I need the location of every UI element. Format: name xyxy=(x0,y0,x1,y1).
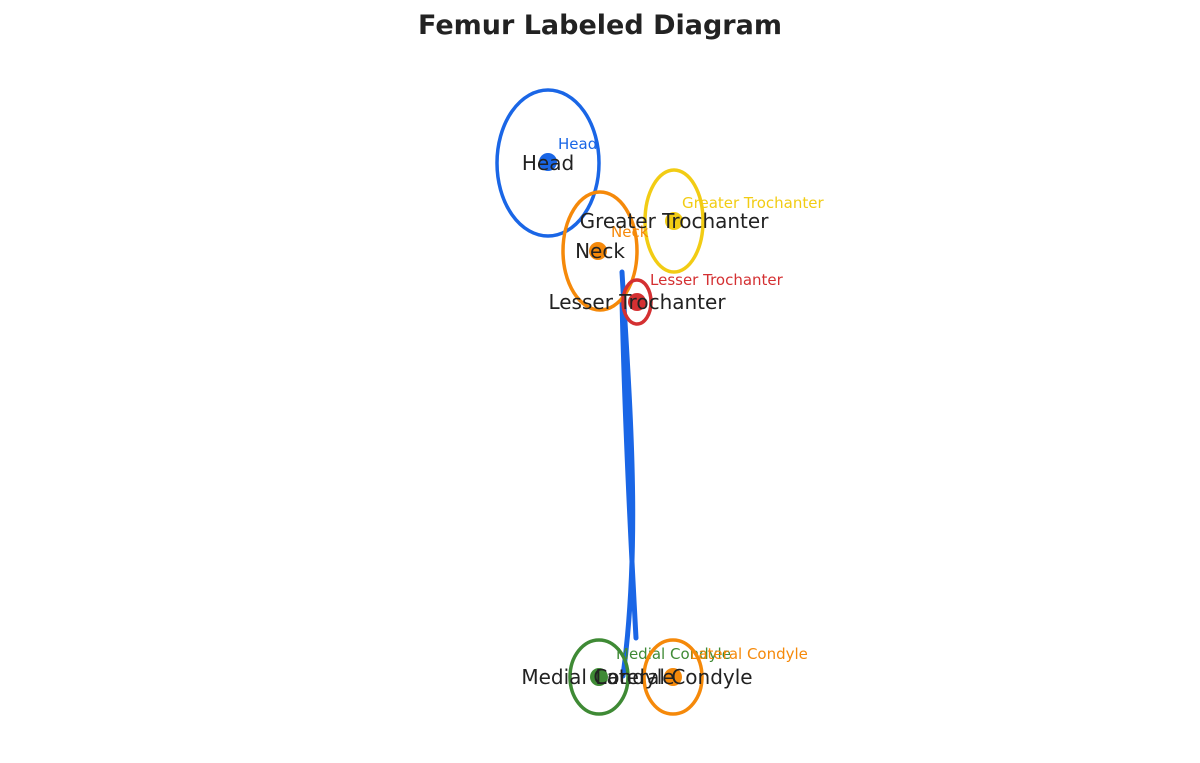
greater-trochanter-callout: Greater Trochanter xyxy=(682,194,824,212)
neck-outline xyxy=(561,190,639,312)
landmark-lesser-trochanter: Lesser Trochanter xyxy=(621,271,784,326)
lateral-condyle-marker xyxy=(664,668,682,686)
lateral-condyle-label: Lateral Condyle xyxy=(595,665,752,689)
medial-condyle-label: Medial Condyle xyxy=(521,665,674,689)
lateral-condyle-outline xyxy=(642,638,704,716)
lesser-trochanter-outline xyxy=(621,278,653,326)
diagram-title: Femur Labeled Diagram xyxy=(418,10,782,41)
medial-condyle-callout: Medial Condyle xyxy=(616,645,731,663)
medial-condyle-marker xyxy=(590,668,608,686)
lesser-trochanter-label: Lesser Trochanter xyxy=(548,290,726,314)
landmark-neck: Neck xyxy=(561,190,649,312)
landmark-greater-trochanter: Greater Trochanter xyxy=(643,168,824,274)
femur-shaft xyxy=(619,269,639,679)
neck-label: Neck xyxy=(575,239,625,263)
greater-trochanter-outline xyxy=(643,168,705,274)
landmark-medial-condyle: Medial Condyle xyxy=(568,638,731,716)
lesser-trochanter-marker xyxy=(628,293,646,311)
head-callout: Head xyxy=(558,135,597,153)
head-outline xyxy=(495,88,601,238)
medial-condyle-outline xyxy=(568,638,630,716)
greater-trochanter-label: Greater Trochanter xyxy=(580,209,770,233)
lesser-trochanter-callout: Lesser Trochanter xyxy=(650,271,784,289)
landmark-head: Head Head xyxy=(495,88,601,238)
head-marker xyxy=(539,153,557,171)
greater-trochanter-marker xyxy=(665,212,683,230)
neck-callout: Neck xyxy=(611,223,649,241)
lateral-condyle-callout: Lateral Condyle xyxy=(690,645,808,663)
neck-marker xyxy=(589,242,607,260)
head-label: Head xyxy=(522,151,574,175)
landmark-lateral-condyle: Lateral Condyle xyxy=(642,638,808,716)
